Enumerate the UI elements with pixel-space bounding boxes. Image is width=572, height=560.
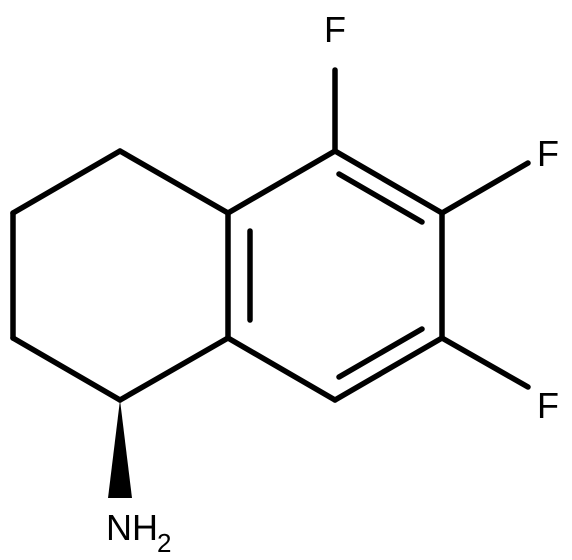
bond-c7-c8 — [332, 335, 445, 403]
fluorine-label-right-upper: F — [537, 133, 559, 174]
wedge-bond-c1-n — [108, 400, 132, 498]
bond-c4-c3 — [10, 148, 123, 216]
amine-label-subscript: 2 — [157, 528, 171, 558]
bond-c4a-c4 — [117, 148, 231, 216]
amine-label: NH 2 — [106, 507, 171, 558]
bond-inner-c5-c6 — [336, 171, 425, 225]
fluorine-label-top: F — [324, 9, 346, 50]
bond-c4a-c5 — [225, 148, 338, 216]
amine-label-main: NH — [106, 507, 158, 548]
bond-c2-c1 — [10, 335, 123, 403]
fluorine-label-right-lower: F — [537, 385, 559, 426]
bond-c6-f2 — [439, 160, 531, 216]
bond-c8-c8a — [225, 335, 338, 403]
bond-inner-c7-c8 — [336, 326, 425, 380]
bond-c7-f3 — [439, 335, 531, 390]
bond-c5-c6 — [332, 148, 445, 216]
bond-c1-c8a — [117, 335, 231, 403]
